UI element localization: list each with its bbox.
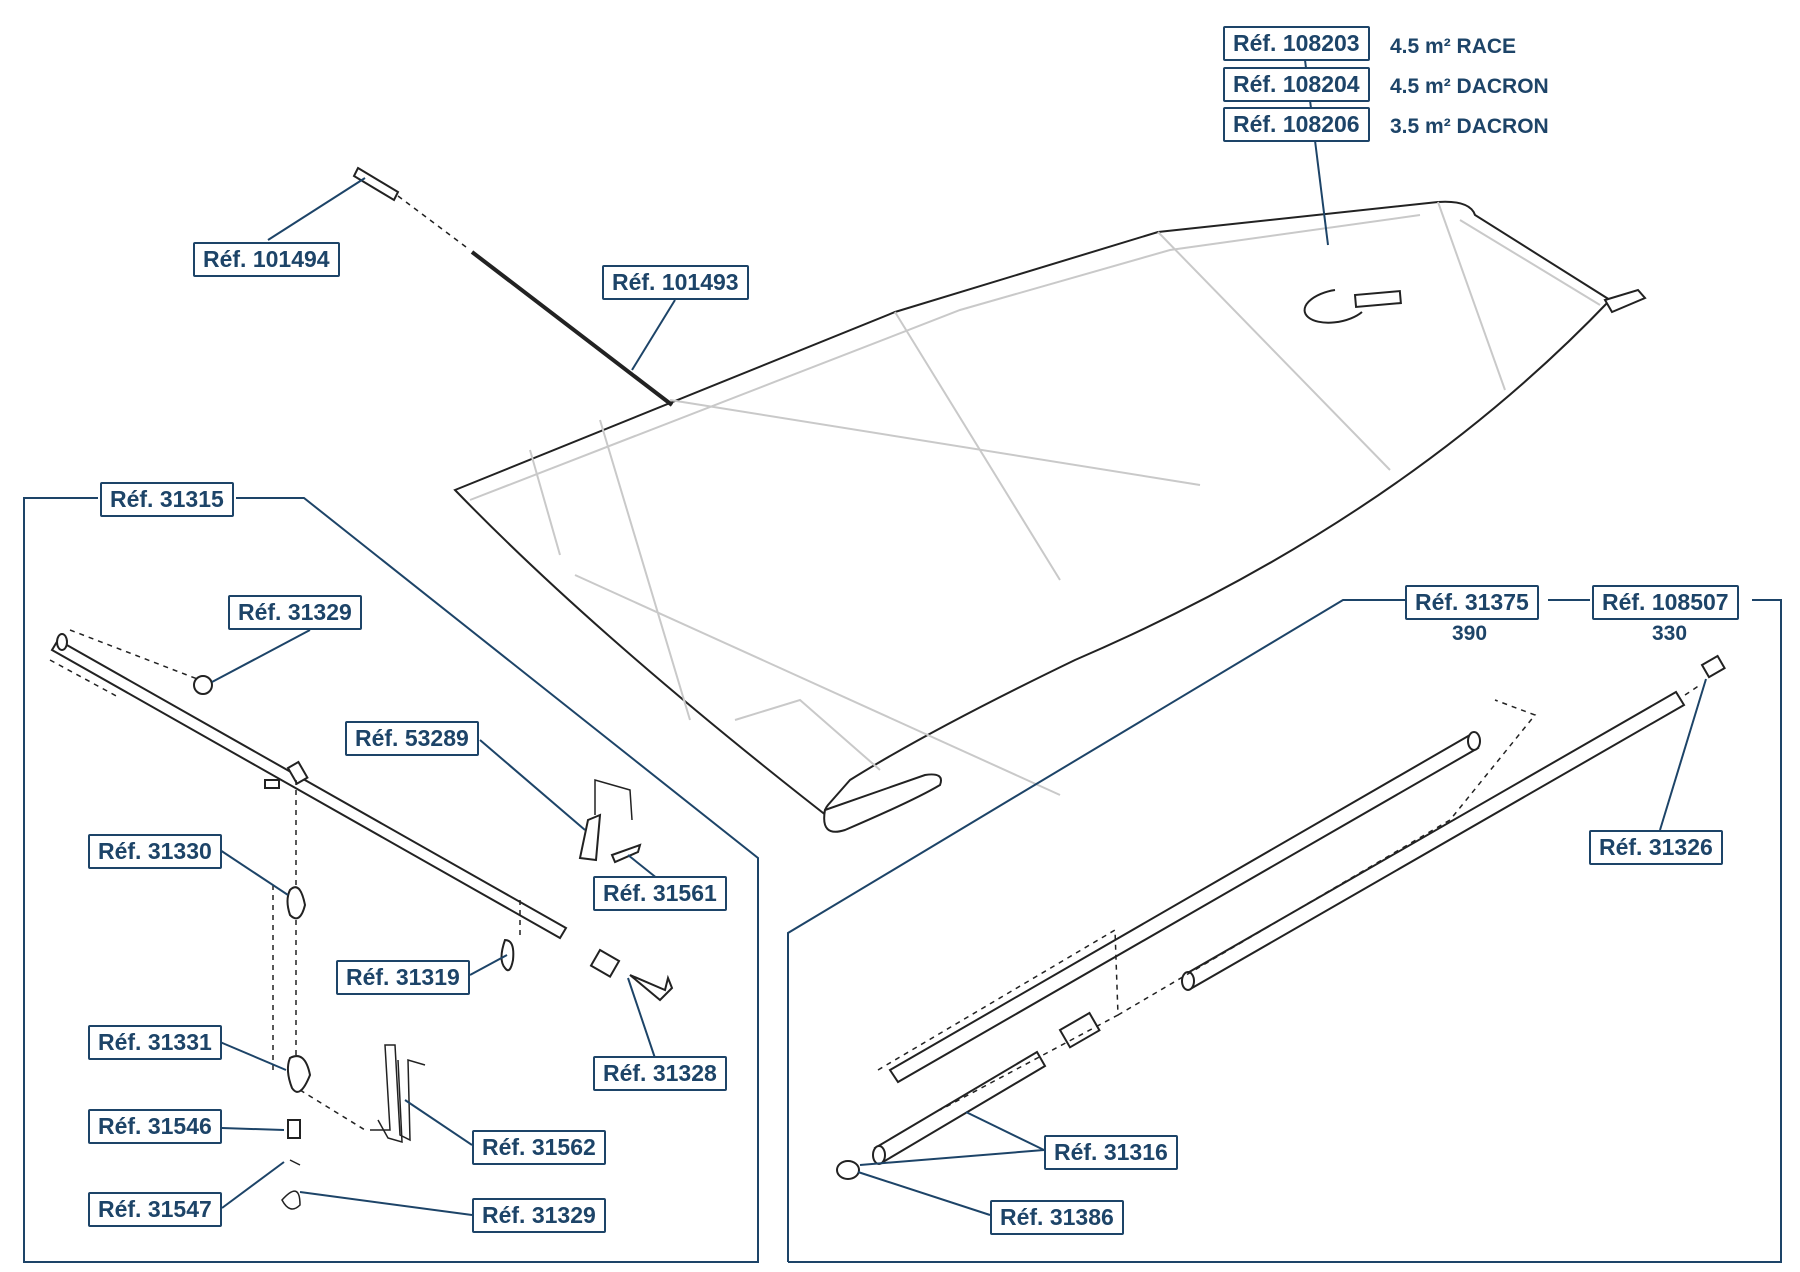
mast-drawing <box>836 654 1726 1180</box>
sail-ref-description: 3.5 m² DACRON <box>1390 115 1549 138</box>
sail-ref-description: 4.5 m² DACRON <box>1390 75 1549 98</box>
downhaul-line-ref: Réf. 31329 <box>472 1198 606 1233</box>
sail-ref-label: Réf. 108203 <box>1223 26 1370 61</box>
clip-ref: Réf. 31319 <box>336 960 470 995</box>
sail-ref-label: Réf. 108206 <box>1223 107 1370 142</box>
batten-drawing <box>352 166 674 407</box>
leader-lines <box>211 59 1707 1216</box>
mast-ref-b: Réf. 108507 <box>1592 585 1739 620</box>
mast-ref-b-size: 330 <box>1652 622 1688 645</box>
mast-ref-a-size: 390 <box>1452 622 1488 645</box>
cleat-ref: Réf. 53289 <box>345 721 479 756</box>
sail-logo-icon <box>1303 289 1402 324</box>
batten-cap-ref: Réf. 101494 <box>193 242 340 277</box>
mast-sections-ref: Réf. 31316 <box>1044 1135 1178 1170</box>
batten-ref: Réf. 101493 <box>602 265 749 300</box>
sail-drawing <box>453 200 1647 833</box>
clamp-lower-ref: Réf. 31331 <box>88 1025 222 1060</box>
boom-drawing <box>49 629 674 1210</box>
outhaul-line-ref: Réf. 31329 <box>228 595 362 630</box>
mast-frame <box>788 599 1782 1263</box>
spring-ref: Réf. 31546 <box>88 1109 222 1144</box>
mast-ref-a: Réf. 31375 <box>1405 585 1539 620</box>
sail-ref-label: Réf. 108204 <box>1223 67 1370 102</box>
mast-frame-left <box>787 599 1410 1262</box>
mast-base-cap-ref: Réf. 31386 <box>990 1200 1124 1235</box>
clamp-upper-ref: Réf. 31330 <box>88 834 222 869</box>
mast-top-cap-ref: Réf. 31326 <box>1589 830 1723 865</box>
harness-line-ref: Réf. 31562 <box>472 1130 606 1165</box>
end-fitting-ref: Réf. 31328 <box>593 1056 727 1091</box>
pin-ref: Réf. 31547 <box>88 1192 222 1227</box>
hook-ref: Réf. 31561 <box>593 876 727 911</box>
boom-frame <box>23 497 759 1263</box>
boom-ref-title: Réf. 31315 <box>100 482 234 517</box>
sail-ref-description: 4.5 m² RACE <box>1390 35 1517 58</box>
